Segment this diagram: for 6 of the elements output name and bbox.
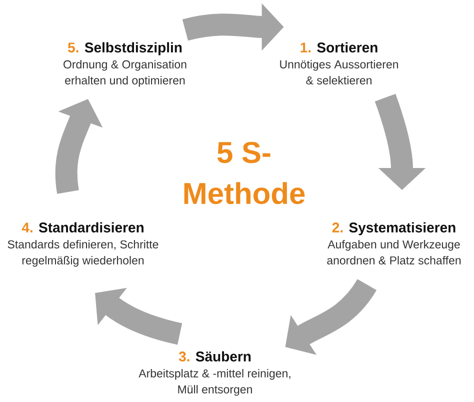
step-label: 3. Säubern Arbeitsplatz & -mittel reinigen, Müll entsorgen [138,351,290,396]
step-label: 1. Sortieren Unnötiges Aussortieren & selektieren [280,42,398,84]
title: 5 S- Methode [184,142,305,204]
step-label: 2. Systematisieren Aufgaben und Werkzeuge anordnen & Platz schaffen [327,222,461,264]
step-label: 5. Selbstdisziplin Ordnung & Organisation erhalten und optimieren [64,42,186,87]
step-label: 4. Standardisieren Standards definieren, Schritte regelmäßig wiederholen [8,222,158,267]
